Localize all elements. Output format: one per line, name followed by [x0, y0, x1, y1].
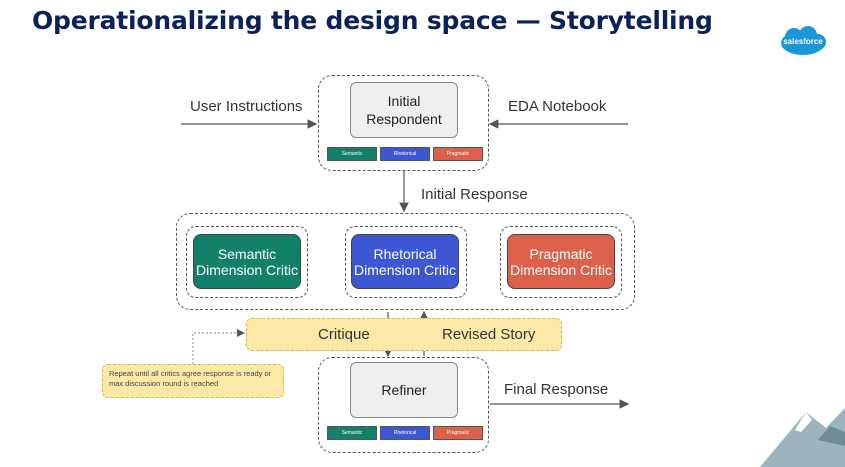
semantic-critic-wrapper: [186, 226, 308, 298]
refiner-node: Refiner: [350, 362, 458, 418]
semantic-tag-bottom: Semantic: [327, 426, 377, 440]
rhetorical-critic-wrapper: [345, 226, 467, 298]
semantic-critic: Semantic Dimension Critic: [193, 234, 301, 289]
salesforce-cloud-logo: [781, 26, 826, 55]
initial-respondent-node: Initial Respondent: [350, 82, 458, 138]
semantic-tag: Semantic: [327, 147, 377, 161]
slide-title: Operationalizing the design space — Stor…: [32, 6, 713, 35]
loop-condition-note: Repeat until all critics agree response …: [102, 364, 284, 398]
rhetorical-tag: Rhetorical: [380, 147, 430, 161]
critique-bar: [246, 318, 562, 351]
eda-notebook-label: EDA Notebook: [508, 98, 607, 115]
critique-label: Critique: [318, 326, 370, 343]
final-response-label: Final Response: [504, 381, 609, 398]
revised-story-label: Revised Story: [442, 326, 536, 343]
user-instructions-label: User Instructions: [190, 98, 303, 115]
pragmatic-tag: Pragmatic: [433, 147, 483, 161]
rhetorical-tag-bottom: Rhetorical: [380, 426, 430, 440]
pragmatic-critic-wrapper: [500, 226, 622, 298]
logo-text: salesforce: [783, 37, 823, 46]
pragmatic-tag-bottom: Pragmatic: [433, 426, 483, 440]
initial-response-label: Initial Response: [421, 186, 528, 203]
pragmatic-critic: Pragmatic Dimension Critic: [507, 234, 615, 289]
critics-group: [176, 213, 635, 310]
initial-respondent-group: [318, 75, 489, 171]
refiner-group: [318, 357, 489, 453]
rhetorical-critic: Rhetorical Dimension Critic: [351, 234, 459, 289]
